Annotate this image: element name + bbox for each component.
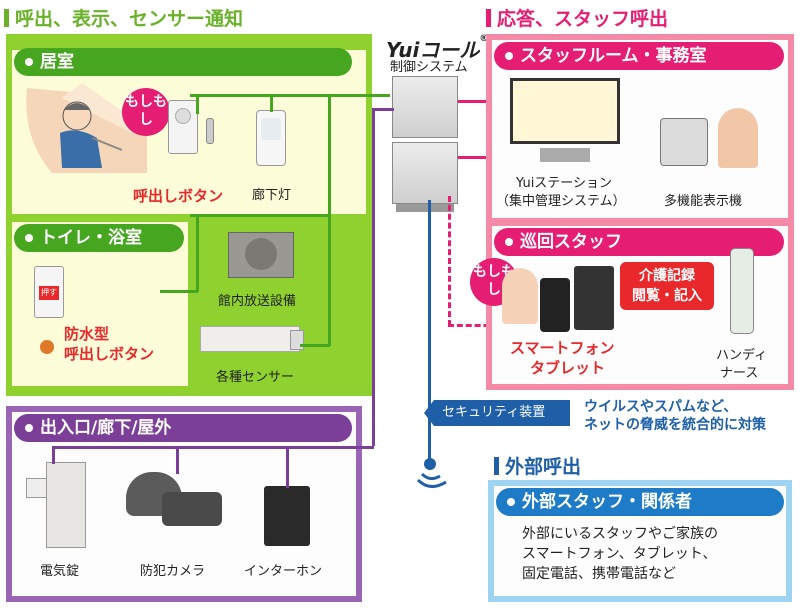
staff-room-pill: スタッフルーム・事務室 <box>494 42 784 70</box>
wire-purple-horizontal <box>372 108 394 111</box>
wire-camera-v <box>176 446 179 474</box>
button-caption: 押す <box>41 288 57 297</box>
call-button-speaker <box>175 108 191 124</box>
callout-line-2: 閲覧・記入 <box>632 288 702 304</box>
smartphone-device <box>540 278 570 332</box>
external-pill-label: 外部スタッフ・関係者 <box>522 492 692 512</box>
security-badge-label: セキュリティ装置 <box>442 405 546 420</box>
operator-person <box>718 108 758 168</box>
station-label-1: Yuiステーション <box>516 176 613 191</box>
smartphone-label-1: スマートフォン <box>510 339 615 357</box>
electric-lock-label: 電気錠 <box>40 564 80 579</box>
callout-line-1: 介護記録 <box>639 268 695 284</box>
wire-call-button <box>196 94 199 114</box>
wire-blue <box>428 200 431 464</box>
waterproof-button-red: 押す <box>39 286 59 300</box>
external-desc-3: 固定電話、携帯電話など <box>522 566 676 582</box>
toilet-pill: トイレ・浴室 <box>14 224 184 252</box>
wire-toilet-h <box>160 290 198 293</box>
room-pill: 居室 <box>14 48 352 76</box>
staff-room-pill-label: スタッフルーム・事務室 <box>520 46 707 66</box>
sensor-unit <box>290 330 304 350</box>
room-speech-bubble: もしもし <box>122 88 170 136</box>
security-desc: ウイルスやスパムなど、 ネットの脅威を統合的に対策 <box>584 398 766 434</box>
wire-pink-dashed <box>448 196 451 326</box>
bed-patient-illustration <box>26 83 147 173</box>
wire-toilet <box>196 214 199 292</box>
security-badge: セキュリティ装置 <box>424 400 570 426</box>
broadcast-label: 館内放送設備 <box>218 294 297 309</box>
pull-cord-ball <box>40 340 54 354</box>
security-camera-bullet <box>162 492 222 526</box>
entrance-pill-label: 出入口/廊下/屋外 <box>40 418 172 438</box>
external-desc: 外部にいるスタッフやご家族の スマートフォン、タブレット、 固定電話、携帯電話な… <box>522 524 718 584</box>
wire-purple-vertical <box>372 108 375 446</box>
smartphone-label-2: タブレット <box>530 359 606 377</box>
handy-nurse-device <box>730 248 754 334</box>
title-bar-marker <box>4 9 9 27</box>
intercom-device <box>264 486 310 546</box>
electric-lock-panel <box>26 478 48 498</box>
control-system-label: 制御システム <box>390 60 468 75</box>
external-pill: 外部スタッフ・関係者 <box>496 488 784 516</box>
tablet-device <box>574 266 614 330</box>
speech-text: もしもし <box>125 94 167 128</box>
wire-broadcast <box>190 214 330 217</box>
brand-logo: Yuiコール® <box>386 34 488 63</box>
intercom-label: インターホン <box>244 564 323 579</box>
room-pill-label: 居室 <box>40 52 74 72</box>
wire-pink-top <box>458 100 504 103</box>
waterproof-label-2: 呼出しボタン <box>64 345 155 363</box>
multi-display-label: 多機能表示機 <box>664 194 743 209</box>
title-bar-marker <box>494 457 499 475</box>
patrol-pill-label: 巡回スタッフ <box>520 232 622 252</box>
call-button-label: 呼出しボタン <box>133 187 224 205</box>
wire-lock-v <box>52 446 55 464</box>
yui-station-monitor <box>510 78 620 144</box>
wire-intercom-v <box>286 446 289 488</box>
security-camera-label: 防犯カメラ <box>140 564 206 579</box>
right-section-title: 応答、スタッフ呼出 <box>486 4 668 31</box>
external-section-title: 外部呼出 <box>494 452 581 479</box>
wire-entrance-h <box>52 446 374 449</box>
control-unit-bottom <box>392 142 458 204</box>
handy-label-1: ハンディ <box>716 348 768 363</box>
external-title-text: 外部呼出 <box>505 456 582 478</box>
station-label-2: （集中管理システム） <box>496 194 626 209</box>
brand-mark: ® <box>479 34 489 44</box>
handy-label-2: ナース <box>720 366 759 381</box>
care-record-callout: 介護記録 閲覧・記入 <box>620 262 714 310</box>
call-handheld <box>206 118 214 144</box>
waterproof-label-1: 防水型 <box>64 325 110 343</box>
control-unit-feet <box>396 204 454 212</box>
external-desc-2: スマートフォン、タブレット、 <box>522 546 717 562</box>
external-desc-1: 外部にいるスタッフやご家族の <box>522 526 718 542</box>
left-section-title: 呼出、表示、センサー通知 <box>4 4 243 31</box>
wire-sensor <box>300 344 330 347</box>
wire-light-vertical <box>270 94 273 112</box>
wire-main-horizontal <box>190 94 390 97</box>
wire-main-vertical <box>328 94 331 346</box>
entrance-pill: 出入口/廊下/屋外 <box>14 414 352 442</box>
corridor-light-lens <box>261 118 281 140</box>
sensors-label: 各種センサー <box>216 370 295 385</box>
broadcast-speaker-cone <box>245 238 277 270</box>
security-desc-2: ネットの脅威を統合的に対策 <box>584 417 766 433</box>
left-section-title-text: 呼出、表示、センサー通知 <box>15 8 244 30</box>
security-desc-1: ウイルスやスパムなど、 <box>584 399 738 415</box>
patrol-staff-person <box>502 268 538 324</box>
title-bar-marker <box>486 9 491 27</box>
yui-station-stand <box>540 148 590 162</box>
wireless-signal-icon <box>416 458 447 488</box>
control-unit-top <box>392 76 458 138</box>
sensor-mat <box>200 326 300 352</box>
corridor-light-label: 廊下灯 <box>252 188 292 203</box>
door-frame <box>46 462 86 548</box>
right-section-title-text: 応答、スタッフ呼出 <box>497 8 669 30</box>
multi-display-phone <box>660 118 708 166</box>
toilet-pill-label: トイレ・浴室 <box>40 228 142 248</box>
brand-text: Yuiコール <box>386 38 480 62</box>
